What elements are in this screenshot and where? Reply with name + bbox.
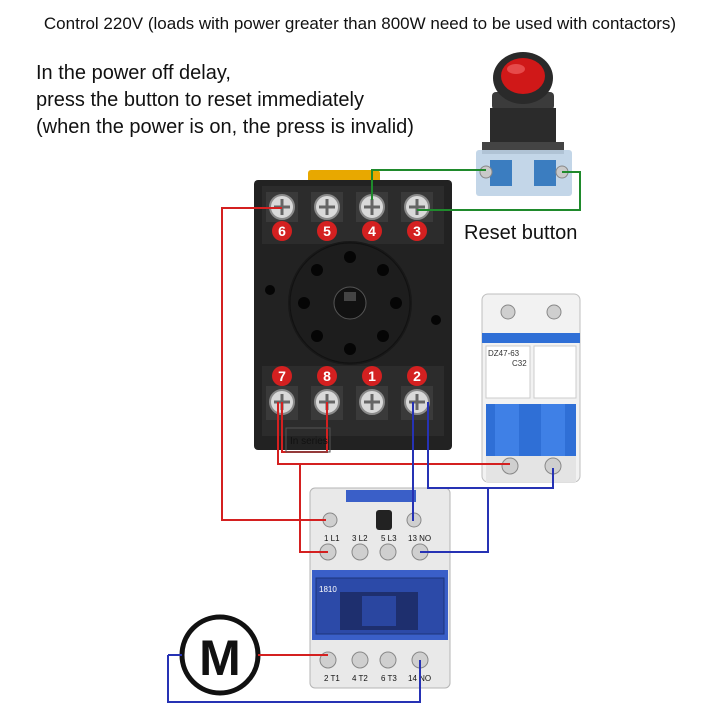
in-series-frame [285, 427, 331, 453]
terminal-number: 1 [368, 368, 376, 384]
instruction-note: In the power off delay, press the button… [36, 60, 414, 141]
terminal-number: 4 [368, 223, 376, 239]
circuit-breaker: DZ47-63 C32 [481, 293, 581, 483]
reset-button-label: Reset button [464, 222, 578, 244]
in-series-label: In series [290, 436, 328, 447]
breaker-rating: C32 [512, 359, 527, 368]
contactor-terminal-label: 3 L2 [352, 534, 368, 543]
terminal-number: 3 [413, 223, 421, 239]
page-title: Control 220V (loads with power greater t… [43, 14, 677, 33]
contactor-terminal-label: 1 L1 [324, 534, 340, 543]
relay-terminal-badges: 6 5 4 3 7 8 1 2 [272, 221, 427, 386]
breaker-model: DZ47-63 [488, 349, 520, 358]
note-line: press the button to reset immediately [36, 89, 364, 111]
terminal-number: 2 [413, 368, 421, 384]
motor-icon: M [179, 614, 261, 696]
terminal-number: 6 [278, 223, 286, 239]
relay-socket: 6 5 4 3 7 8 1 2 [254, 170, 452, 450]
wires [167, 169, 581, 703]
note-line: (when the power is on, the press is inva… [36, 116, 414, 138]
contactor: 1 L1 3 L2 5 L3 13 NO 1810 2 T1 4 T2 6 T3… [309, 487, 451, 689]
contactor-terminal-label: 13 NO [408, 534, 431, 543]
contactor-terminal-label: 2 T1 [324, 674, 340, 683]
terminal-number: 5 [323, 223, 331, 239]
contactor-model: 1810 [319, 585, 337, 594]
contactor-terminal-label: 5 L3 [381, 534, 397, 543]
reset-push-button [476, 52, 572, 196]
contactor-terminal-label: 4 T2 [352, 674, 368, 683]
note-line: In the power off delay, [36, 62, 231, 84]
relay-top-screws [266, 192, 433, 222]
motor-label: M [199, 630, 241, 686]
terminal-number: 8 [323, 368, 331, 384]
contactor-terminal-label: 6 T3 [381, 674, 397, 683]
terminal-number: 7 [278, 368, 286, 384]
